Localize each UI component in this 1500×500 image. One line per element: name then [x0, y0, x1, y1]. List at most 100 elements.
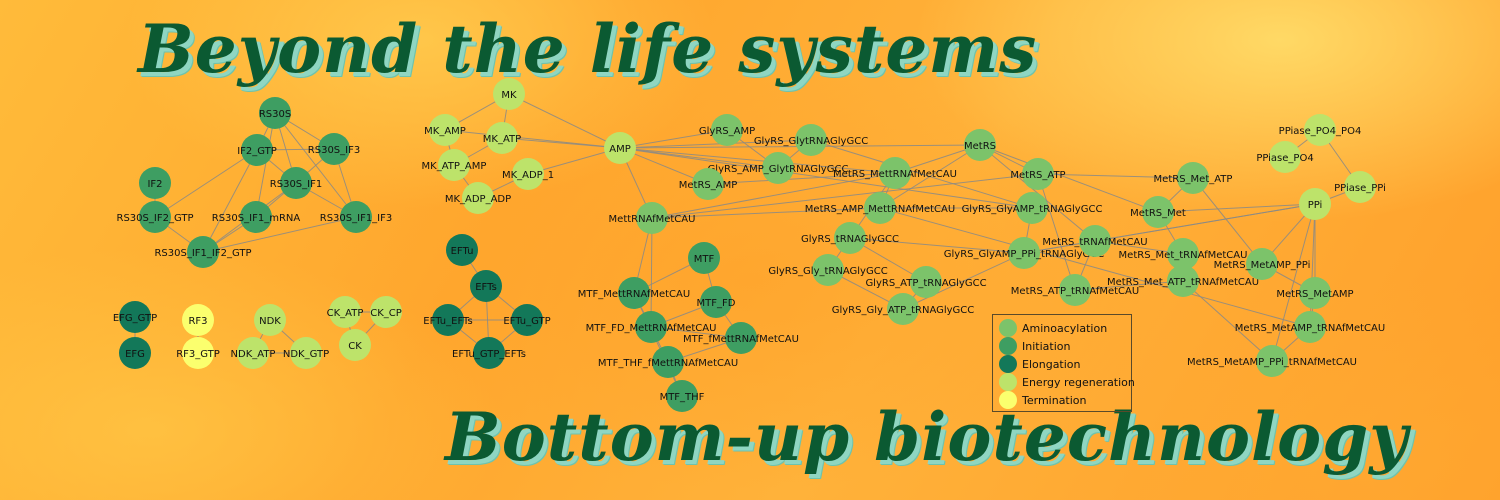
node-MetRS_ATP_tRNAfMetCAU: MetRS_ATP_tRNAfMetCAU [1011, 274, 1139, 306]
node-circle [1269, 141, 1301, 173]
node-circle [470, 270, 502, 302]
edge-AMP-GlyRS_GlyAMP_tRNAGlyGCC [619, 147, 1033, 209]
node-label: MetRS_MettRNAfMetCAU [833, 169, 957, 180]
edge-MetRS_ATP_tRNAfMetCAU-MetRS_Met_ATP_tRNAfMetCAU [1074, 280, 1184, 291]
node-MetRS_ATP: MetRS_ATP [1010, 158, 1066, 190]
edge-MetRS_AMP-MetRS_MettRNAfMetCAU [707, 172, 896, 185]
node-circle [318, 133, 350, 165]
node-label: MTF_THF_fMettRNAfMetCAU [598, 358, 738, 369]
node-label: AMP [609, 144, 631, 155]
edge-MetRS-MetRS_Met [979, 144, 1159, 213]
node-RS30S_IF3: RS30S_IF3 [308, 133, 360, 165]
headline-top: Beyond the life systems [138, 10, 1038, 88]
edge-MettRNAfMetCAU-MetRS_AMP_MettRNAfMetCAU [651, 207, 881, 219]
node-circle [700, 286, 732, 318]
node-GlyRS_Gly_tRNAGlyGCC: GlyRS_Gly_tRNAGlyGCC [768, 254, 888, 286]
node-label: RF3 [188, 316, 207, 327]
edge-IF2_GTP-RS30S_IF1_IF2_GTP [202, 149, 258, 253]
node-label: EFTs [475, 282, 497, 293]
node-circle [1142, 196, 1174, 228]
node-label: MetRS_MetAMP [1276, 289, 1353, 300]
node-circle [182, 304, 214, 336]
node-circle [1177, 162, 1209, 194]
node-label: RS30S_IF3 [308, 145, 360, 156]
node-label: MetRS_AMP [679, 180, 738, 191]
node-label: RS30S_IF1_IF2_GTP [154, 248, 251, 259]
node-MetRS_MetAMP_PPi: MetRS_MetAMP_PPi [1214, 248, 1310, 280]
node-circle [259, 97, 291, 129]
node-PPi: PPi [1299, 188, 1331, 220]
node-label: MTF_THF [660, 392, 705, 403]
legend-label: Elongation [1022, 357, 1081, 371]
node-label: MK_ATP_AMP [422, 161, 487, 172]
node-label: EFG [125, 349, 145, 360]
edge-RS30S-RS30S_IF1_mRNA [255, 112, 276, 218]
legend: Aminoacylation Initiation Elongation Ene… [992, 314, 1135, 412]
node-circle [329, 296, 361, 328]
node-label: GlyRS_AMP_GlytRNAGlyGCC [708, 164, 849, 175]
node-PPiase_PO4: PPiase_PO4 [1256, 141, 1314, 173]
node-label: CK [348, 341, 362, 352]
node-circle [429, 114, 461, 146]
node-circle [604, 132, 636, 164]
node-GlyRS_GlyAMP_tRNAGlyGCC: GlyRS_GlyAMP_tRNAGlyGCC [962, 192, 1102, 224]
edge-MetRS_MetAMP_PPi_tRNAfMetCAU-PPi [1271, 203, 1316, 362]
node-circle [340, 201, 372, 233]
node-RS30S_IF1: RS30S_IF1 [270, 167, 322, 199]
node-label: NDK_GTP [283, 349, 329, 360]
node-circle [1304, 114, 1336, 146]
legend-item-aminoacylation: Aminoacylation [999, 319, 1127, 337]
node-MetRS_AMP_MettRNAfMetCAU: MetRS_AMP_MettRNAfMetCAU [805, 192, 955, 224]
node-label: EFTu_EFTs [423, 316, 472, 327]
node-RS30S_IF1_mRNA: RS30S_IF1_mRNA [212, 201, 300, 233]
node-label: MK_ADP_1 [502, 170, 554, 181]
node-circle [762, 152, 794, 184]
node-label: MettRNAfMetCAU [609, 214, 696, 225]
node-MetRS_AMP: MetRS_AMP [679, 168, 738, 200]
node-circle [1059, 274, 1091, 306]
node-label: PPiase_PO4 [1256, 153, 1313, 164]
edge-MetRS_Met_ATP_tRNAfMetCAU-MetRS_MetAMP_PPi_tRNAfMetCAU [1182, 280, 1273, 362]
node-NDK_GTP: NDK_GTP [283, 337, 329, 369]
node-MetRS_MetAMP_tRNAfMetCAU: MetRS_MetAMP_tRNAfMetCAU [1235, 311, 1385, 343]
node-MettRNAfMetCAU: MettRNAfMetCAU [609, 202, 696, 234]
node-CK_CP: CK_CP [370, 296, 402, 328]
node-circle [339, 329, 371, 361]
edge-MK-AMP [508, 93, 621, 149]
node-label: GlyRS_Gly_tRNAGlyGCC [768, 266, 887, 277]
node-label: GlyRS_ATP_tRNAGlyGCC [865, 278, 986, 289]
node-circle [887, 293, 919, 325]
node-label: MetRS_ATP [1010, 170, 1065, 181]
node-circle [711, 114, 743, 146]
legend-swatch-aminoacylation [999, 319, 1017, 337]
legend-item-energy-regeneration: Energy regeneration [999, 373, 1135, 391]
node-circle [1079, 225, 1111, 257]
edge-AMP-GlyRS_GlytRNAGlyGCC [619, 139, 812, 149]
edge-MettRNAfMetCAU-MetRS_ATP [651, 173, 1039, 219]
node-label: GlyRS_GlytRNAGlyGCC [754, 136, 868, 147]
edge-MetRS_MetAMP_tRNAfMetCAU-MetRS_AMP_MettRNAfMetCAU [879, 207, 1311, 328]
node-GlyRS_AMP_GlytRNAGlyGCC: GlyRS_AMP_GlytRNAGlyGCC [708, 152, 849, 184]
node-label: MK_AMP [424, 126, 466, 137]
edge-MTF_MettRNAfMetCAU-MTF_THF [633, 292, 683, 397]
node-label: PPi [1308, 200, 1323, 211]
legend-swatch-termination [999, 391, 1017, 409]
node-MetRS_Met_ATP: MetRS_Met_ATP [1154, 162, 1232, 194]
node-MetRS_Met_ATP_tRNAfMetCAU: MetRS_Met_ATP_tRNAfMetCAU [1107, 265, 1259, 297]
node-label: GlyRS_Gly_ATP_tRNAGlyGCC [832, 305, 975, 316]
node-EFTs: EFTs [470, 270, 502, 302]
node-MTF_FD_MettRNAfMetCAU: MTF_FD_MettRNAfMetCAU [586, 311, 716, 343]
node-GlyRS_tRNAGlyGCC: GlyRS_tRNAGlyGCC [801, 222, 899, 254]
node-label: RS30S [259, 109, 291, 120]
node-label: RF3_GTP [176, 349, 220, 360]
node-circle [119, 337, 151, 369]
node-circle [964, 129, 996, 161]
node-circle [370, 296, 402, 328]
node-label: NDK_ATP [231, 349, 276, 360]
node-RS30S_IF1_IF3: RS30S_IF1_IF3 [320, 201, 392, 233]
node-circle [636, 202, 668, 234]
node-label: EFTu_GTP [503, 316, 550, 327]
